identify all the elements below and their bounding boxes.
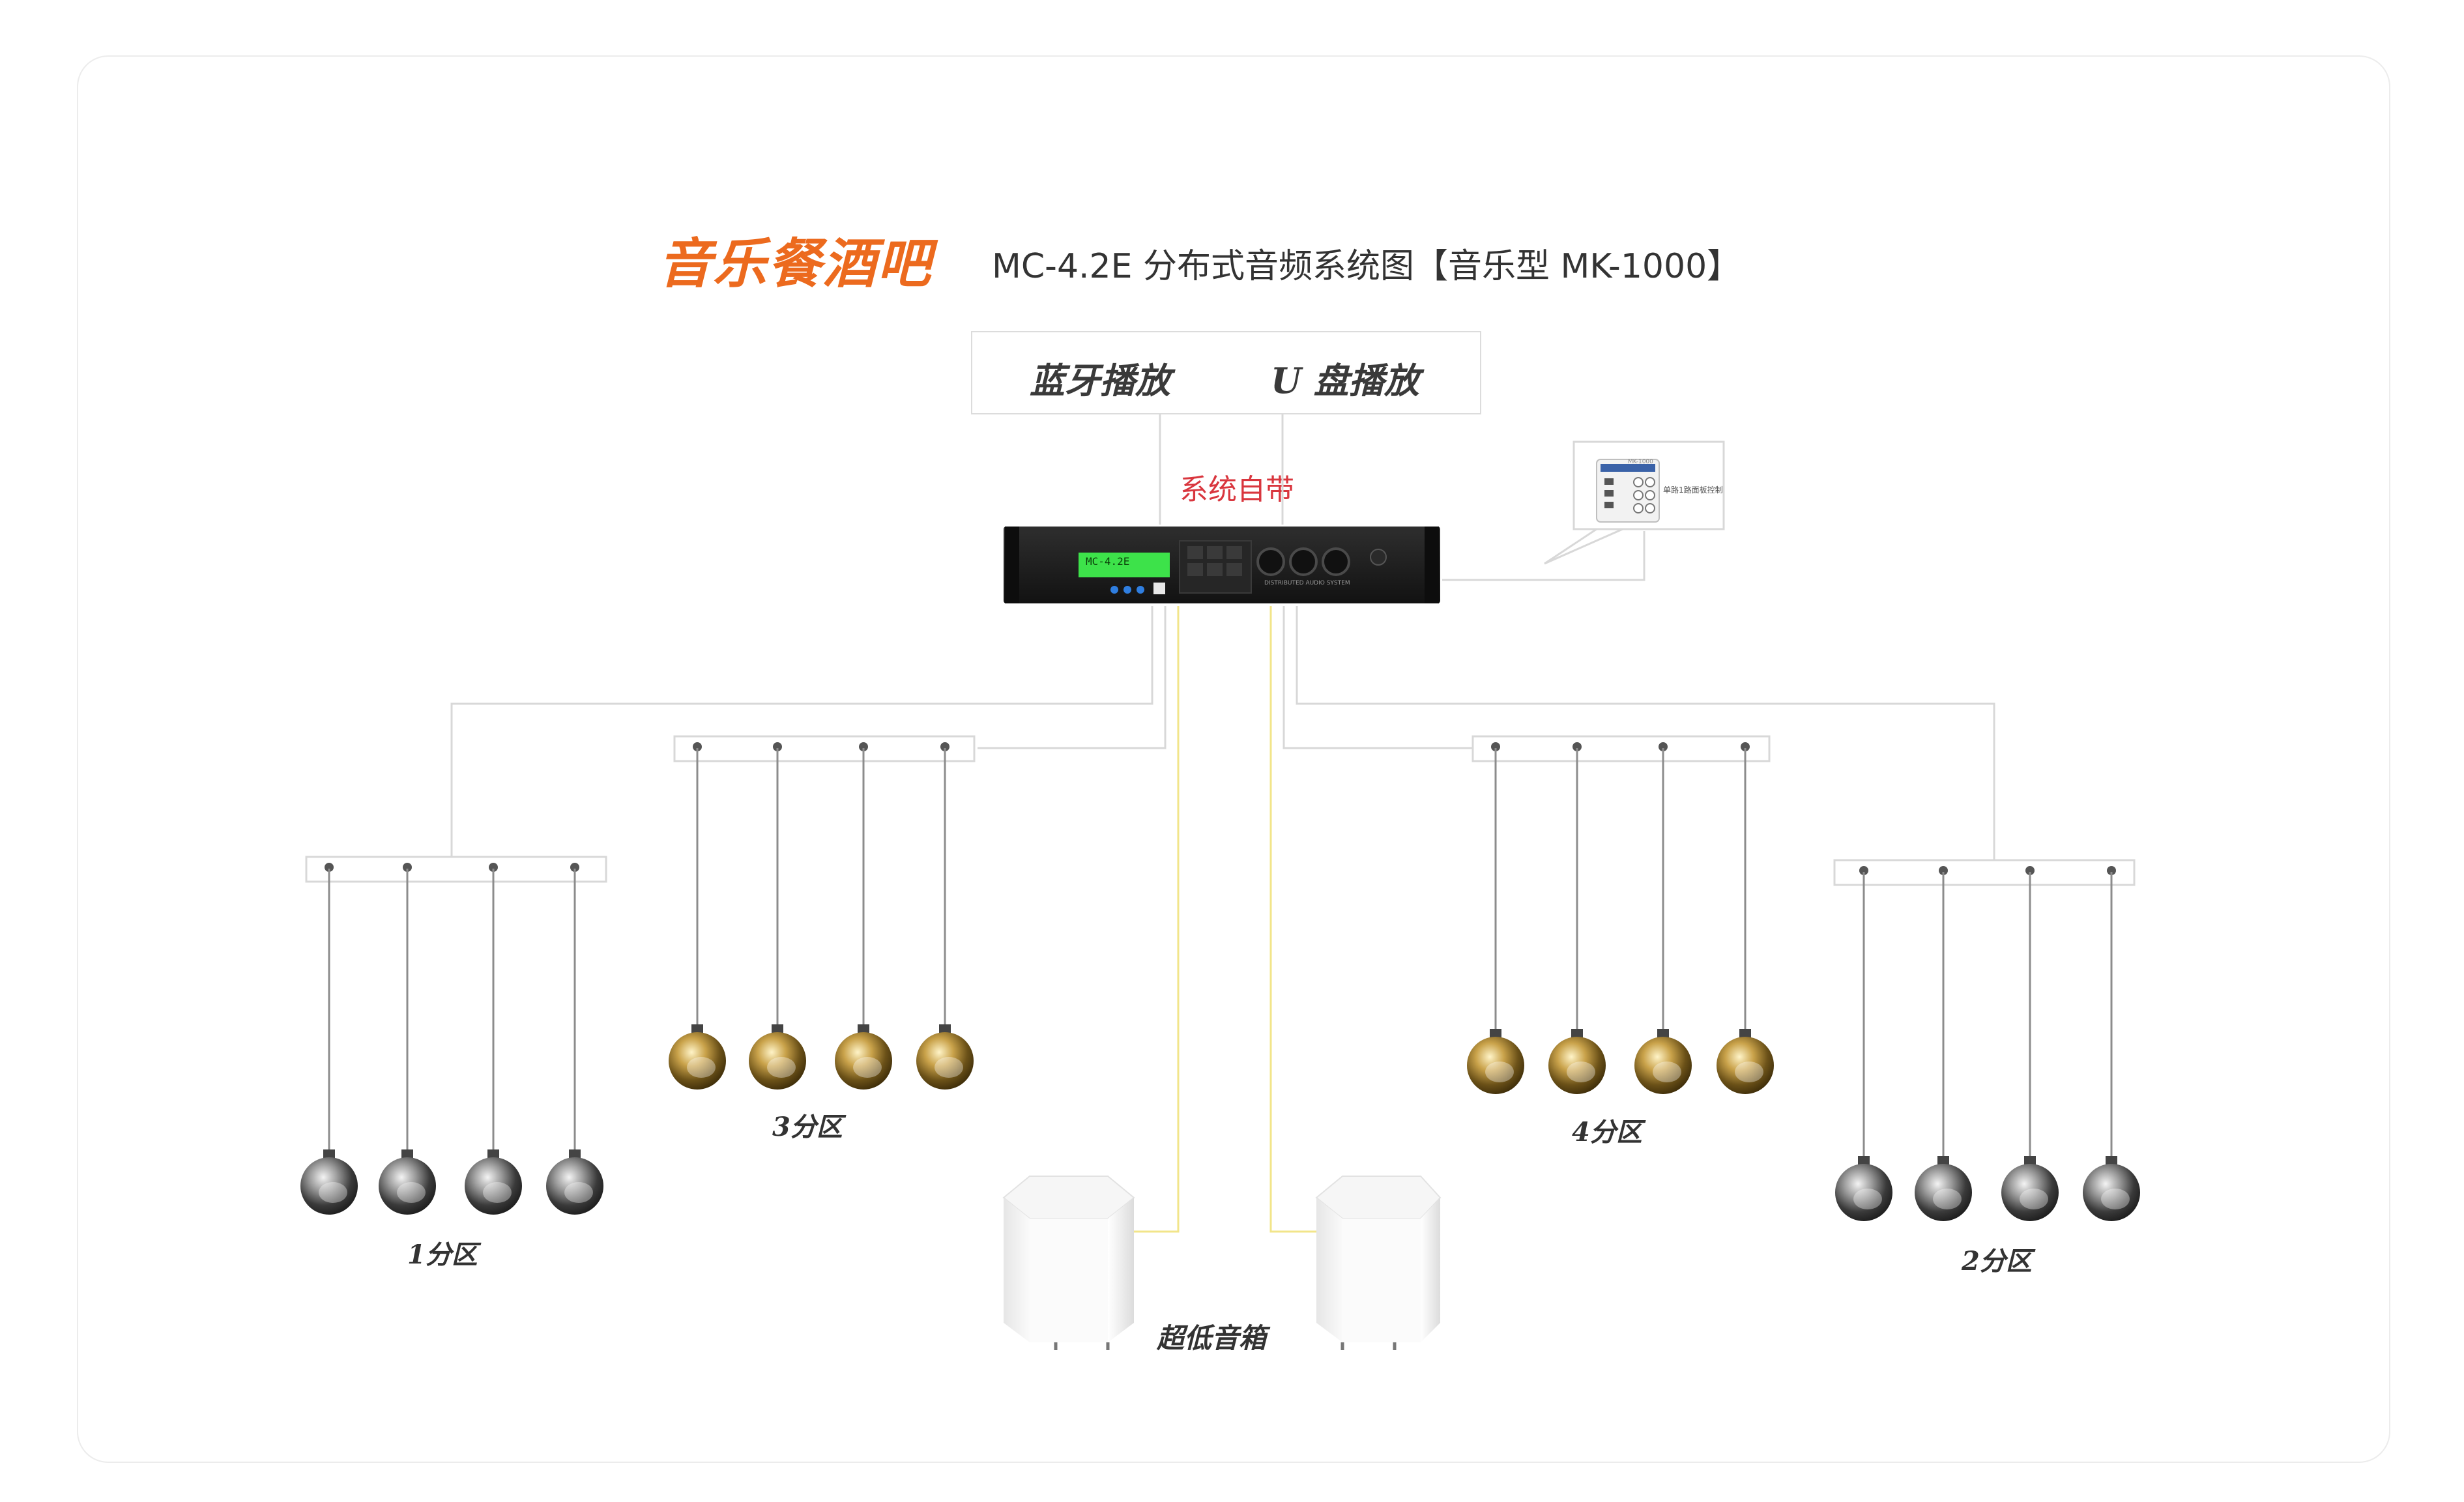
zone-1-pendant-speaker: [465, 863, 522, 1215]
zone-4-ceiling-rail: [1471, 735, 1771, 762]
subwoofer-label: 超低音箱: [1157, 1322, 1267, 1354]
bluetooth-source-label: 蓝牙播放: [1030, 360, 1170, 401]
subwoofer-left: [1002, 1176, 1135, 1350]
zone-3-pendant-speaker: [916, 742, 974, 1090]
zone-4-pendant-speaker: [1467, 742, 1524, 1094]
source-wires: [1159, 414, 1284, 525]
zone-1-pendant-speaker: [379, 863, 436, 1215]
zone-3-pendant-speaker: [835, 742, 892, 1090]
amplifier-lcd: MC-4.2E: [1086, 555, 1130, 568]
zone-3-speakers: [669, 735, 976, 1090]
built-in-note: 系统自带: [1180, 473, 1294, 506]
subwoofer-wires: [1134, 606, 1316, 1233]
zone-1-speakers: [300, 856, 607, 1215]
diagram-frame: [77, 55, 2390, 1463]
amplifier-mc-4-2e: [1004, 527, 1440, 603]
zone-4-pendant-speaker: [1717, 742, 1774, 1094]
zone-wires: [450, 531, 1995, 860]
zone-3-pendant-speaker: [749, 742, 806, 1090]
zone-1-ceiling-rail: [305, 856, 607, 883]
zone-2-pendant-speaker: [1915, 866, 1972, 1221]
zone-3-label: 3分区: [772, 1112, 843, 1142]
zone-2-ceiling-rail: [1833, 859, 2136, 886]
zone-2-pendant-speaker: [2083, 866, 2140, 1221]
zone-4-pendant-speaker: [1634, 742, 1692, 1094]
subwoofer-right: [1315, 1176, 1442, 1350]
zone-1-pendant-speaker: [300, 863, 358, 1215]
zone-2-pendant-speaker: [2001, 866, 2059, 1221]
control-panel: [1544, 440, 1725, 565]
diagram-title-brand: 音乐餐酒吧: [658, 233, 932, 295]
zone-2-label: 2分区: [1962, 1246, 2032, 1277]
zone-4-speakers: [1467, 735, 1774, 1094]
zone-2-pendant-speaker: [1835, 866, 1892, 1221]
zone-3-pendant-speaker: [669, 742, 726, 1090]
panel-caption: MK-1000: [1628, 459, 1653, 465]
zone-4-pendant-speaker: [1548, 742, 1606, 1094]
zone-speaker-groups: [300, 735, 2140, 1221]
zone-3-ceiling-rail: [673, 735, 976, 762]
usb-source-label: U 盘播放: [1271, 360, 1419, 401]
diagram-title: MC-4.2E 分布式音频系统图【音乐型 MK-1000】: [992, 247, 1741, 286]
control-panel-label: 单路1路面板控制: [1663, 485, 1723, 495]
amplifier-model-print: DISTRIBUTED AUDIO SYSTEM: [1264, 580, 1350, 586]
zone-2-speakers: [1833, 859, 2140, 1221]
zone-4-label: 4分区: [1572, 1117, 1642, 1148]
audio-source-box: [971, 331, 1481, 414]
zone-1-label: 1分区: [407, 1239, 478, 1270]
zone-1-pendant-speaker: [546, 863, 603, 1215]
